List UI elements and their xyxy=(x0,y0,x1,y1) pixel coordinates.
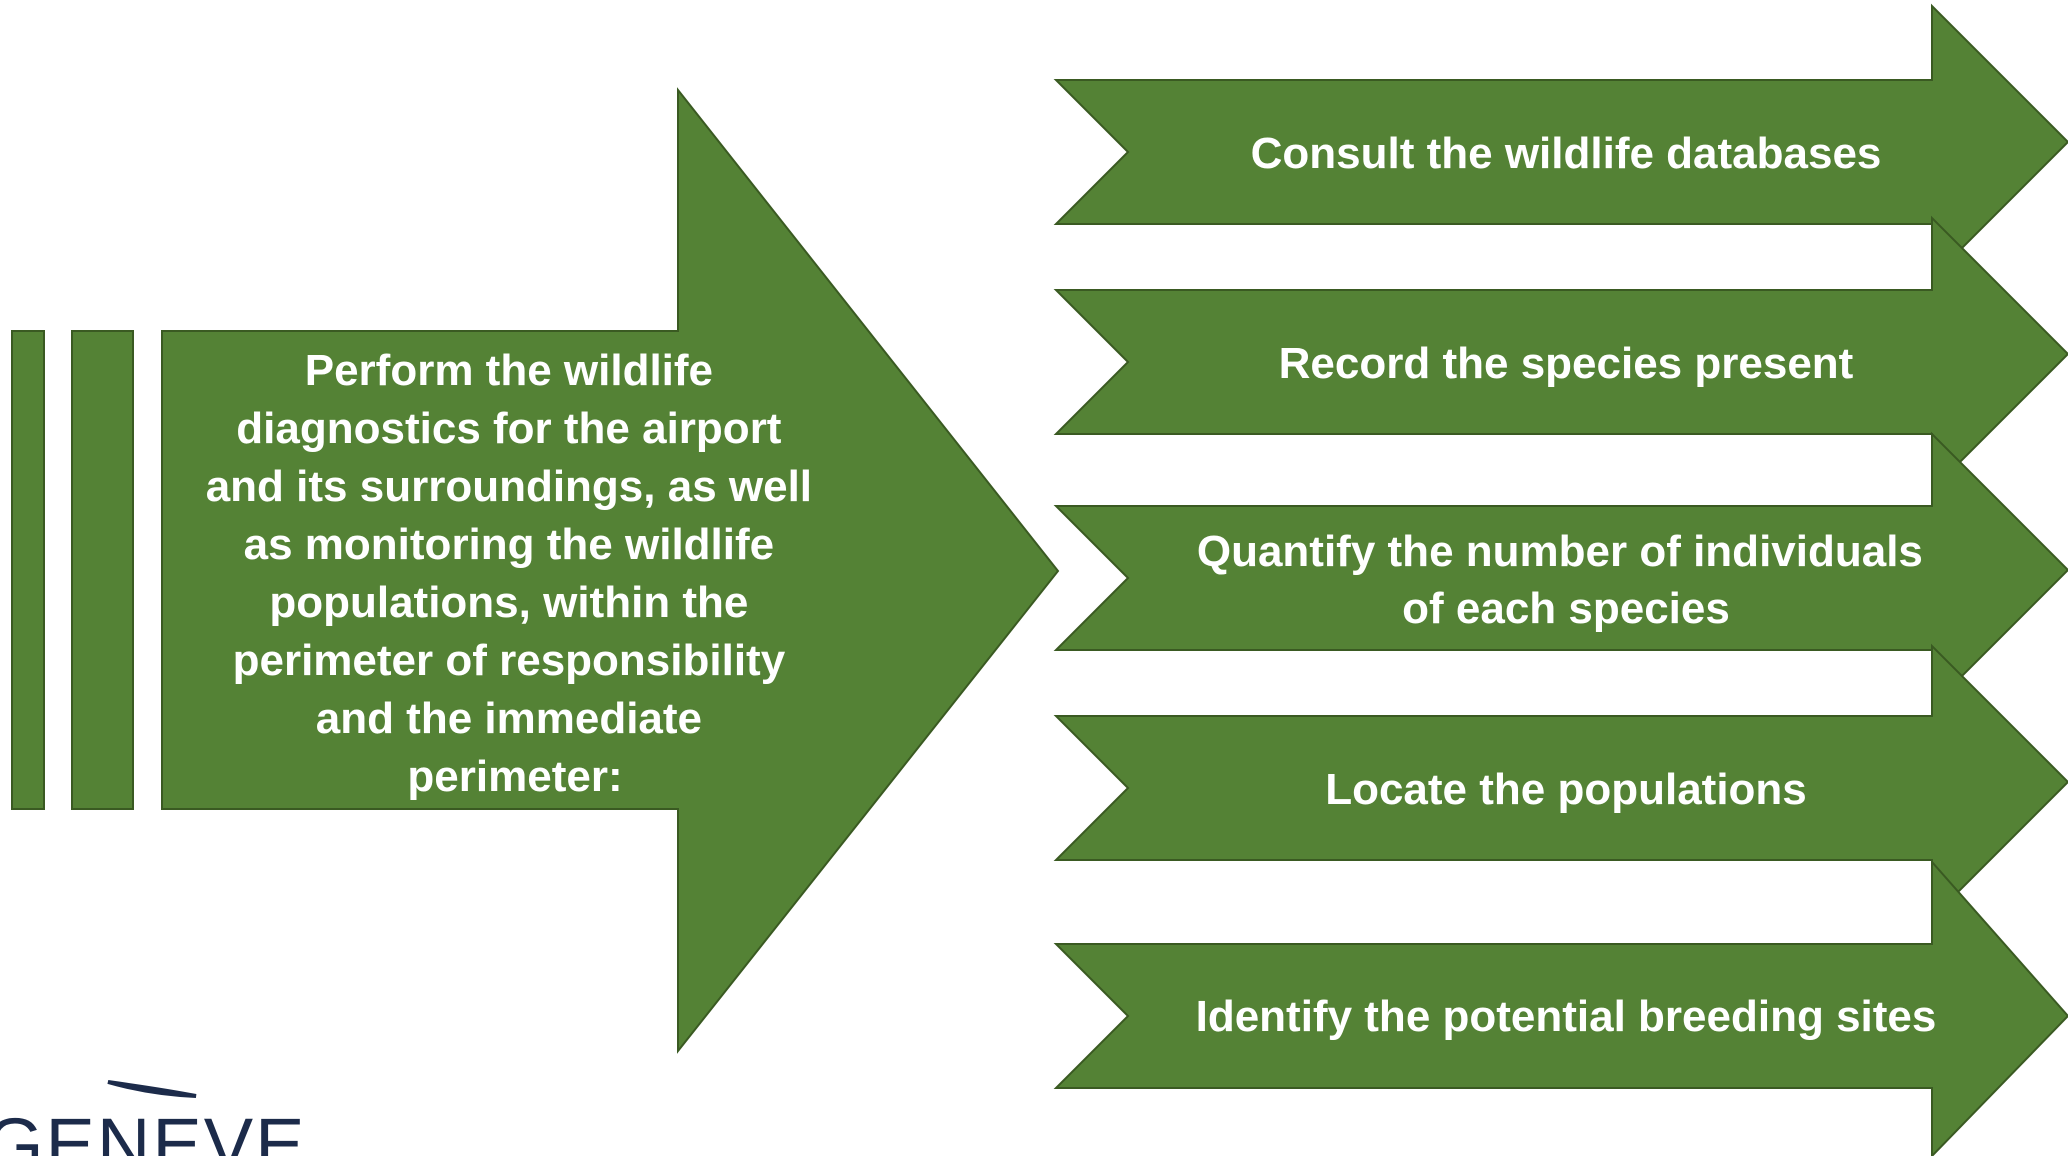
main-arrow-line: perimeter: xyxy=(407,752,622,801)
step-text: Locate the populations xyxy=(1325,765,1807,814)
step-line: Consult the wildlife databases xyxy=(1251,129,1882,178)
step-arrow-consult-databases: Consult the wildlife databases xyxy=(1053,3,2068,281)
main-arrow-tail-bar-1 xyxy=(11,330,45,810)
main-arrow-line: and its surroundings, as well xyxy=(206,462,812,511)
main-arrow-text: Perform the wildlife diagnostics for the… xyxy=(206,346,825,801)
main-arrow-line: diagnostics for the airport xyxy=(236,404,782,453)
main-arrow-line: Perform the wildlife xyxy=(305,346,713,395)
main-arrow-body xyxy=(161,87,1060,1054)
main-arrow-line: perimeter of responsibility xyxy=(233,636,786,685)
step-line: Identify the potential breeding sites xyxy=(1196,992,1937,1041)
step-text: Consult the wildlife databases xyxy=(1251,129,1882,178)
step-line: of each species xyxy=(1402,584,1730,633)
main-arrow-line: as monitoring the wildlife xyxy=(244,520,774,569)
step-arrow-locate-populations: Locate the populations xyxy=(1053,643,2068,921)
step-line: Locate the populations xyxy=(1325,765,1807,814)
step-arrow-record-species: Record the species present xyxy=(1053,215,2068,493)
step-text: Record the species present xyxy=(1279,339,1854,388)
step-line: Quantify the number of individuals xyxy=(1197,527,1923,576)
step-arrow-shape xyxy=(1053,859,2068,1156)
step-arrow-identify-breeding-sites: Identify the potential breeding sites xyxy=(1053,859,2068,1156)
geneve-logo: GENEVE xyxy=(0,1080,306,1156)
main-arrow-line: and the immediate xyxy=(316,694,702,743)
step-arrow-quantify-individuals: Quantify the number of individuals of ea… xyxy=(1053,431,2068,709)
step-line: Record the species present xyxy=(1279,339,1854,388)
main-arrow: Perform the wildlife diagnostics for the… xyxy=(11,87,1060,1054)
step-text: Quantify the number of individuals of ea… xyxy=(1197,527,1935,633)
main-arrow-line: populations, within the xyxy=(269,578,748,627)
main-arrow-tail-bar-2 xyxy=(71,330,134,810)
logo-text: GENEVE xyxy=(0,1103,306,1156)
step-text: Identify the potential breeding sites xyxy=(1196,992,1937,1041)
geneve-airport-swoosh-logo xyxy=(107,1080,197,1098)
